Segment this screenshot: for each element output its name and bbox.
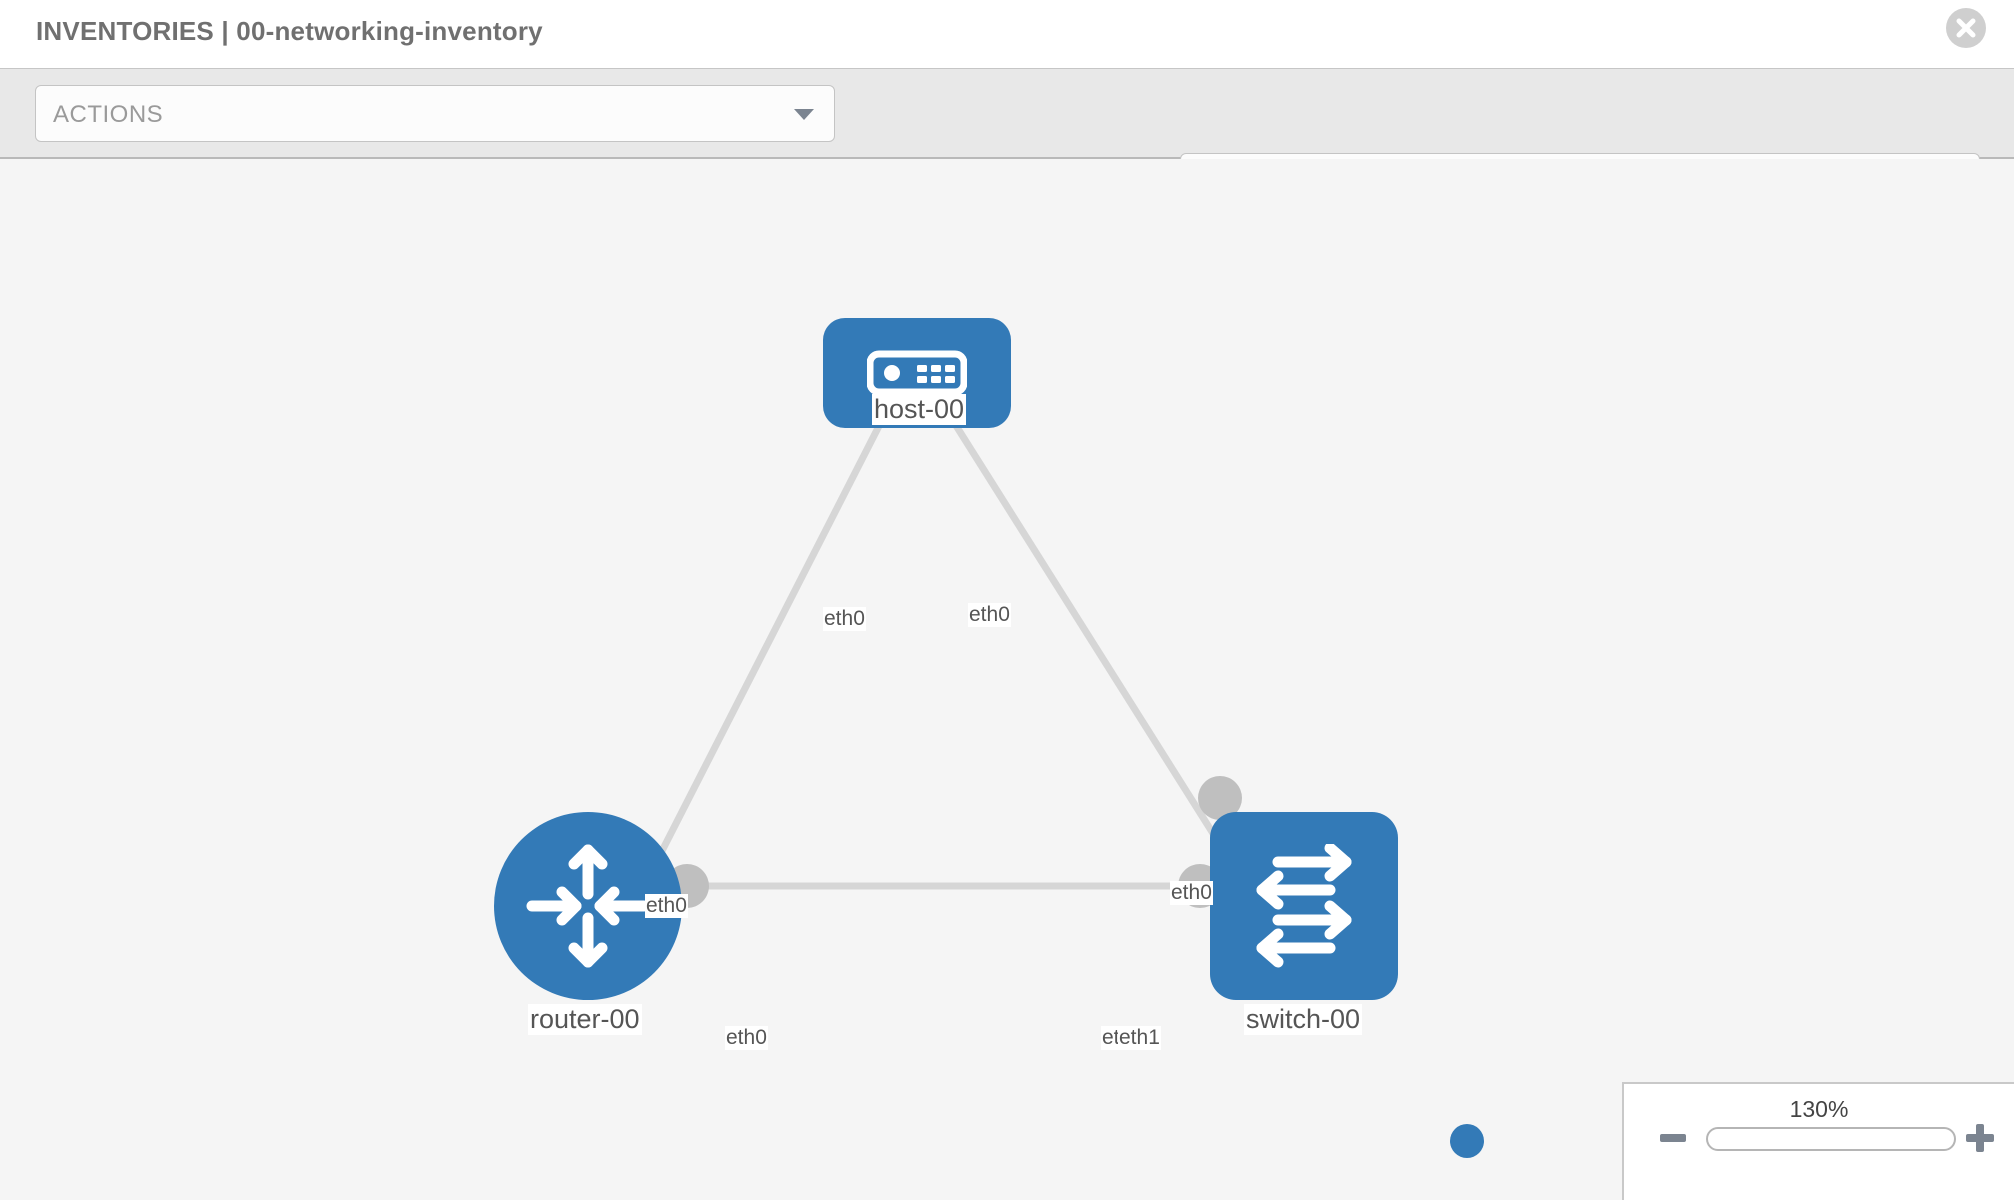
minus-icon[interactable] — [1660, 1134, 1686, 1142]
page-title: INVENTORIES | 00-networking-inventory — [36, 16, 543, 46]
plus-icon[interactable] — [1966, 1124, 1994, 1152]
edge-label-host-right: eth0 — [968, 603, 1011, 627]
zoom-percent-label: 130% — [1789, 1096, 1849, 1122]
actions-dropdown[interactable]: ACTIONS — [35, 85, 835, 142]
node-label-switch-00: switch-00 — [1244, 1004, 1363, 1035]
node-label-router-00: router-00 — [528, 1004, 642, 1035]
switch-arrows-icon — [1256, 844, 1352, 968]
topology-edges — [636, 422, 1251, 896]
title-bar: INVENTORIES | 00-networking-inventory — [0, 0, 2014, 68]
actions-dropdown-label: ACTIONS — [53, 101, 164, 128]
chevron-down-icon — [794, 109, 814, 120]
edge-label-host-left: eth0 — [823, 607, 866, 631]
router-arrows-icon — [526, 844, 650, 968]
toolbar: ACTIONS SEARCH — [0, 68, 2014, 212]
topology-canvas[interactable]: host-00 router-00 — [0, 159, 2014, 1200]
edge-label-router-up: eth0 — [645, 894, 688, 918]
node-switch-00[interactable] — [1210, 812, 1398, 1000]
zoom-control-panel: 130% — [1622, 1082, 2014, 1200]
edge-label-router-right: eth0 — [725, 1026, 768, 1050]
edge-label-switch-left-b: eth1 — [1118, 1026, 1161, 1050]
zoom-slider-track[interactable] — [1706, 1127, 1956, 1151]
zoom-slider-thumb[interactable] — [1450, 1124, 1484, 1158]
node-label-host-00: host-00 — [872, 394, 967, 425]
node-shape — [1210, 812, 1398, 1000]
close-icon[interactable] — [1946, 8, 1986, 48]
edge-label-switch-up: eth0 — [1170, 881, 1213, 905]
server-icon — [867, 350, 967, 396]
